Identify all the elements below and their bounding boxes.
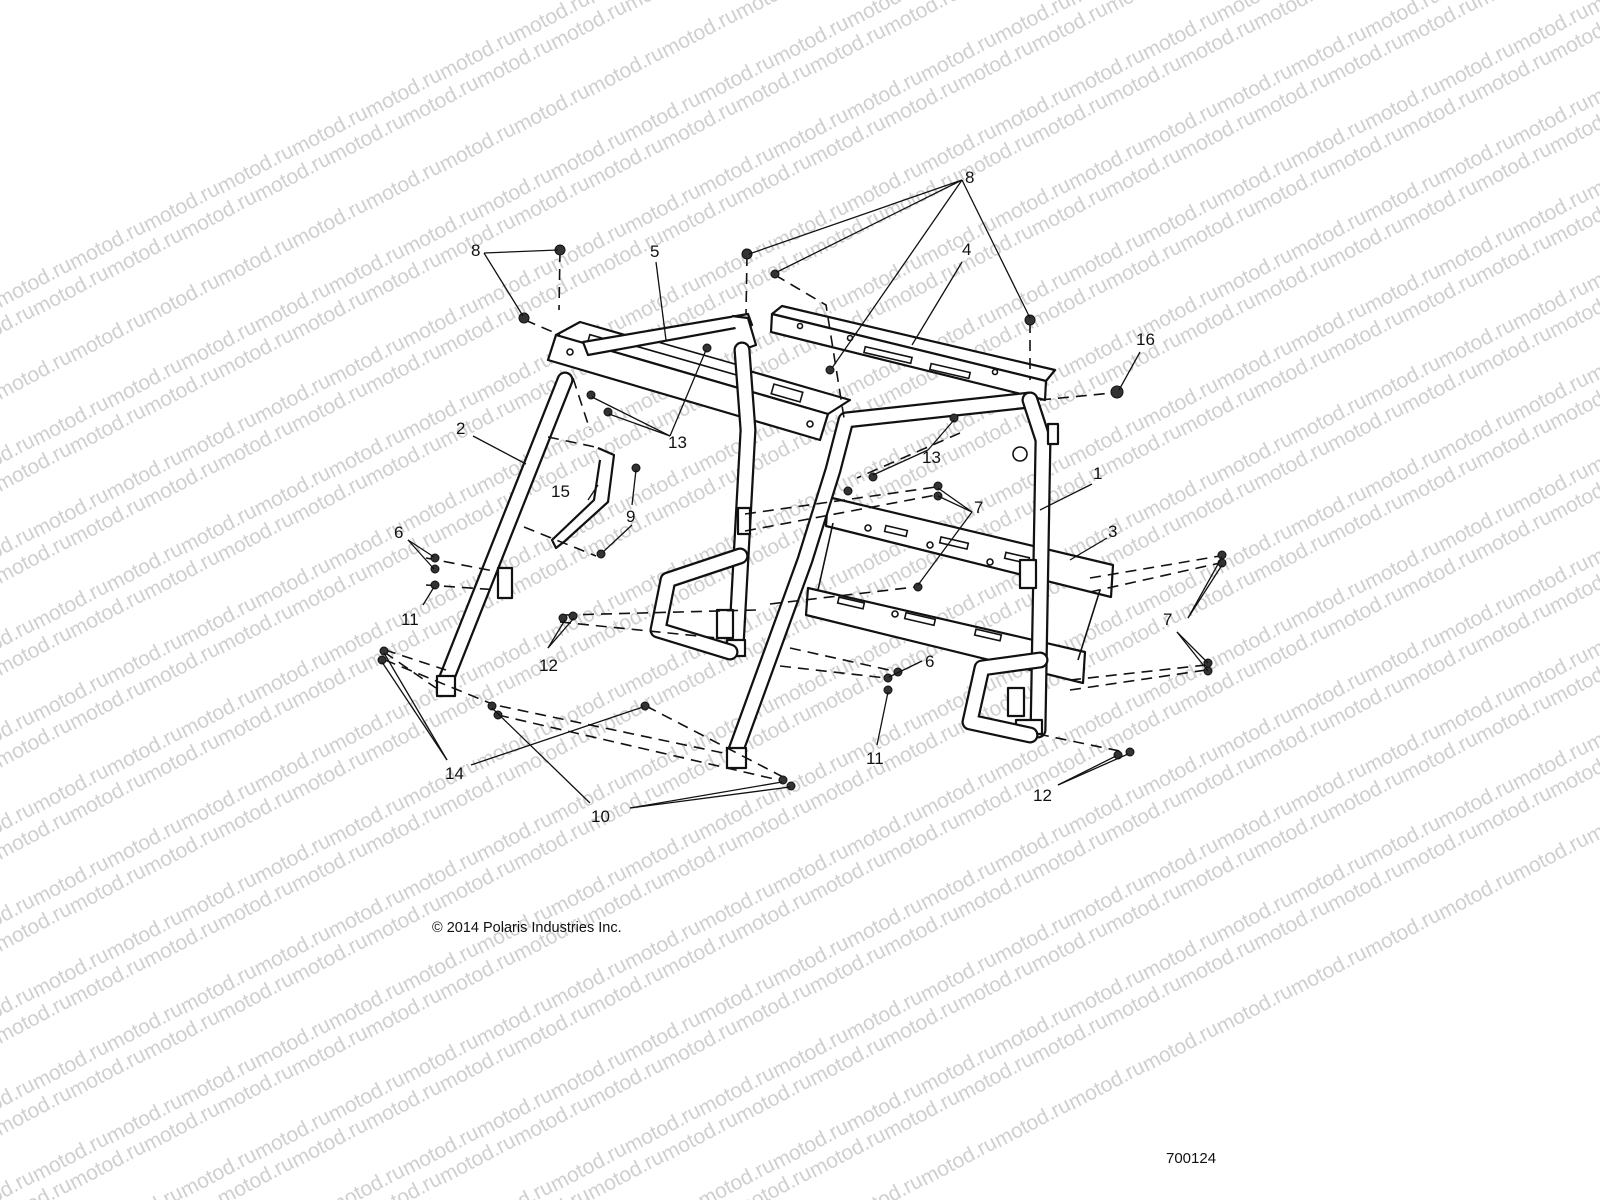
callout-11-right: 11 <box>866 749 884 768</box>
grab-handle-right <box>961 651 1049 744</box>
leader-lines <box>381 179 1223 809</box>
rear-roll-bar <box>725 391 1052 770</box>
callout-12-right: 12 <box>1033 786 1052 805</box>
callout-6-left: 6 <box>394 523 403 542</box>
rear-top-bar <box>769 304 1057 402</box>
callout-1: 1 <box>1093 464 1102 483</box>
assembly-lines <box>383 250 1221 782</box>
callout-15: 15 <box>551 482 570 501</box>
rear-cross-panel <box>804 495 1115 685</box>
copyright-notice: © 2014 Polaris Industries Inc. <box>432 920 622 936</box>
callout-14: 14 <box>445 764 464 783</box>
callout-8-right: 8 <box>965 168 974 187</box>
callout-5: 5 <box>650 242 659 261</box>
callout-13-left: 13 <box>668 433 687 452</box>
support-bracket <box>550 446 616 550</box>
front-roll-bar <box>435 341 757 698</box>
callout-12-left: 12 <box>539 656 558 675</box>
callout-13-right: 13 <box>922 448 941 467</box>
grab-handle-left <box>649 547 749 661</box>
callouts: 8 8 5 4 16 2 13 13 1 15 7 9 3 6 11 7 12 … <box>394 168 1172 826</box>
callout-10: 10 <box>591 807 610 826</box>
callout-4: 4 <box>962 240 971 259</box>
callout-16: 16 <box>1136 330 1155 349</box>
callout-6-right: 6 <box>925 652 934 671</box>
front-side-connector <box>581 312 754 357</box>
figure-number: 700124 <box>1166 1150 1217 1167</box>
callout-3: 3 <box>1108 522 1117 541</box>
callout-9: 9 <box>626 507 635 526</box>
mount-plates <box>496 422 1060 718</box>
callout-2: 2 <box>456 419 465 438</box>
callout-7-right: 7 <box>1163 610 1172 629</box>
callout-8-left: 8 <box>471 241 480 260</box>
callout-11-left: 11 <box>401 610 419 629</box>
callout-7-center: 7 <box>974 498 983 517</box>
